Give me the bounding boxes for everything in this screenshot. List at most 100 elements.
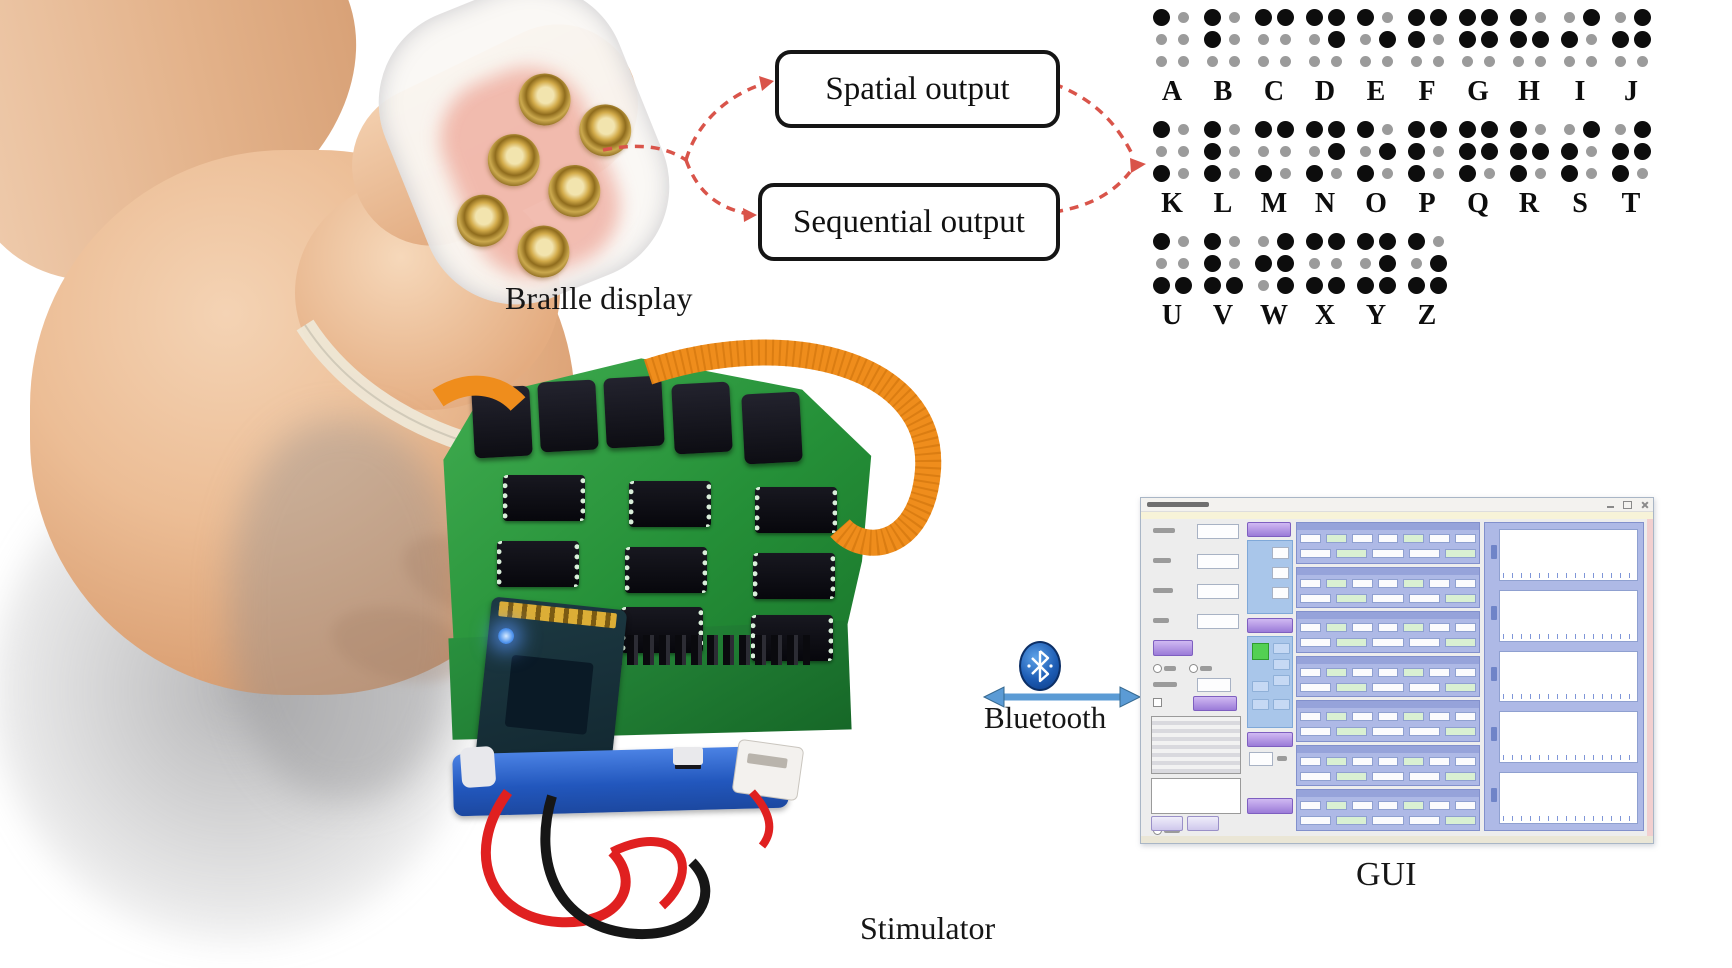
braille-dot — [1276, 254, 1294, 272]
braille-dot — [1305, 120, 1323, 138]
braille-dot — [1633, 30, 1651, 48]
gui-mini-field — [1336, 638, 1368, 648]
maximize-icon — [1623, 501, 1632, 509]
gui-mini-field — [1372, 727, 1404, 737]
braille-cell-v: V — [1203, 232, 1243, 330]
gui-right-strip — [1647, 519, 1653, 836]
braille-dot — [1410, 257, 1422, 269]
braille-dot — [1509, 142, 1527, 160]
gui-mini-field — [1377, 623, 1399, 633]
braille-dot — [1203, 142, 1221, 160]
braille-dot — [1614, 55, 1626, 67]
braille-dot — [1560, 142, 1578, 160]
braille-dot — [1429, 276, 1447, 294]
gui-mini-field — [1403, 623, 1425, 633]
braille-letter: Y — [1365, 300, 1387, 331]
braille-dot — [1560, 164, 1578, 182]
braille-dot — [1276, 8, 1294, 26]
braille-dot — [1381, 167, 1393, 179]
braille-dot — [1458, 30, 1476, 48]
braille-dot — [1155, 33, 1167, 45]
stimulator-photo — [425, 335, 945, 945]
arrowhead — [759, 76, 774, 91]
sequential-output-label: Sequential output — [793, 203, 1025, 240]
gui-mini-field — [1377, 712, 1399, 722]
gui-mini-field — [1300, 638, 1332, 648]
braille-dot — [1381, 11, 1393, 23]
braille-dot — [1327, 232, 1345, 250]
braille-dot — [1327, 8, 1345, 26]
braille-dot — [1155, 55, 1167, 67]
braille-dot — [1582, 120, 1600, 138]
braille-dot — [1585, 167, 1597, 179]
braille-dot — [1155, 145, 1167, 157]
braille-dot — [1356, 232, 1374, 250]
gui-mini-field — [1403, 801, 1425, 811]
gui-mini-field — [1351, 623, 1373, 633]
braille-dot — [1582, 8, 1600, 26]
braille-dot — [1534, 123, 1546, 135]
gui-control-row — [1296, 744, 1480, 787]
gui-mini-field — [1455, 667, 1477, 677]
braille-dot — [1356, 276, 1374, 294]
gui-mini-field — [1325, 801, 1347, 811]
stimulator-label: Stimulator — [860, 910, 996, 946]
gui-button — [1187, 816, 1219, 831]
gui-control-row — [1296, 700, 1480, 742]
braille-dot — [1228, 257, 1240, 269]
braille-dot — [1585, 55, 1597, 67]
gui-mini-field — [1455, 534, 1477, 543]
braille-dot — [1509, 8, 1527, 26]
hand-shadow — [230, 420, 460, 800]
gui-mini-field — [1444, 771, 1477, 781]
braille-dot — [1429, 8, 1447, 26]
braille-dot — [1378, 232, 1396, 250]
gui-plot-box — [1491, 589, 1638, 642]
braille-dot — [1177, 55, 1189, 67]
power-switch — [673, 747, 703, 765]
bluetooth-label: Bluetooth — [984, 700, 1107, 735]
braille-dot — [1276, 276, 1294, 294]
gui-green-indicator — [1252, 643, 1269, 660]
gui-mini-field — [1351, 756, 1373, 766]
braille-dot — [1509, 30, 1527, 48]
braille-letter: J — [1624, 76, 1638, 107]
gui-mini-field — [1325, 623, 1347, 633]
gui-control-row — [1296, 789, 1480, 832]
transformer-block — [537, 379, 599, 453]
braille-dot — [1359, 257, 1371, 269]
gui-mini-field — [1336, 549, 1368, 558]
arrowhead — [1130, 158, 1146, 173]
braille-dot — [1432, 167, 1444, 179]
braille-dot — [1305, 8, 1323, 26]
gui-mini-field — [1429, 712, 1451, 722]
braille-dot — [1177, 11, 1189, 23]
braille-dot — [1254, 254, 1272, 272]
braille-letter: T — [1621, 188, 1641, 219]
braille-dot — [1356, 8, 1374, 26]
braille-dot — [1432, 55, 1444, 67]
braille-cell-d: D — [1305, 8, 1345, 106]
braille-dot — [1152, 276, 1170, 294]
braille-dot — [1279, 33, 1291, 45]
gui-plot-box — [1491, 650, 1638, 703]
gui-mini-field — [1455, 801, 1477, 811]
gui-mini-field — [1455, 578, 1477, 588]
gui-mini-field — [1444, 727, 1477, 737]
braille-dot — [1356, 120, 1374, 138]
gui-mini-field — [1408, 771, 1440, 781]
braille-dot — [1563, 11, 1575, 23]
gui-mini-field — [1372, 682, 1404, 692]
gui-mini-field — [1325, 756, 1347, 766]
braille-dot — [1279, 55, 1291, 67]
gui-plot-box — [1491, 711, 1638, 764]
braille-dot — [1407, 232, 1425, 250]
gui-mini-field — [1429, 578, 1451, 588]
gui-middle-panel — [1247, 522, 1293, 831]
braille-cell-m: M — [1254, 120, 1294, 218]
braille-dot — [1203, 120, 1221, 138]
braille-dot — [1356, 164, 1374, 182]
braille-letter: E — [1366, 76, 1386, 107]
gui-button — [1247, 732, 1293, 747]
